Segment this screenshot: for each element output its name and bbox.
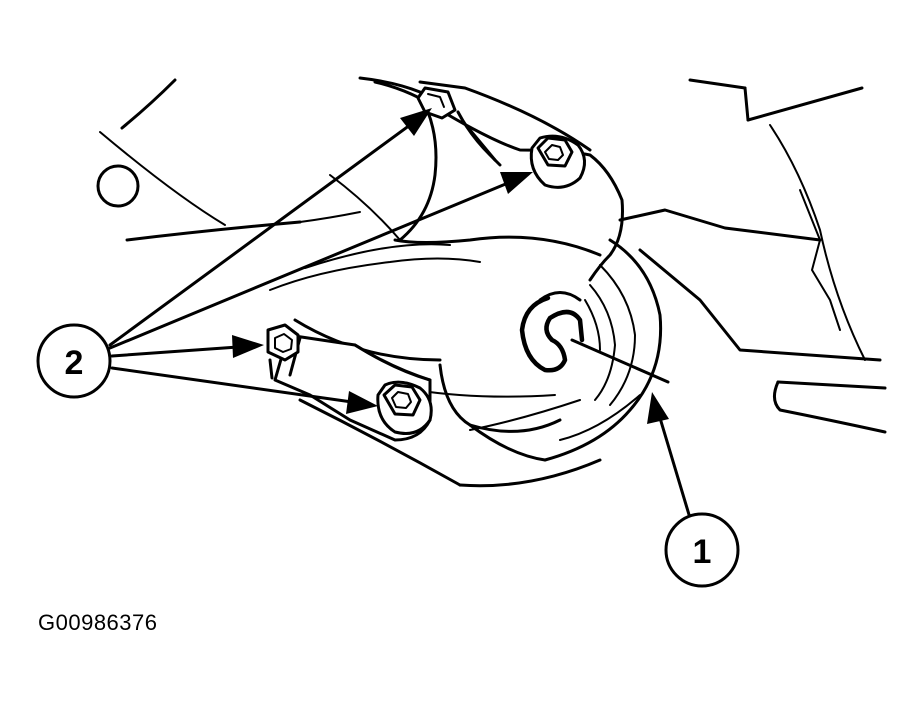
callout-1: 1	[664, 512, 740, 588]
background-structure	[96, 76, 887, 434]
callout-1-label: 1	[693, 533, 712, 571]
nut-top-right	[529, 134, 586, 189]
callout-2-label: 2	[65, 344, 84, 382]
nut-lower-left	[266, 323, 300, 380]
callout-2: 2	[36, 323, 112, 399]
mount-bracket	[269, 80, 663, 488]
callout-2-leaders	[108, 108, 533, 414]
figure-id: G00986376	[38, 610, 158, 635]
nut-lower-right	[376, 380, 433, 435]
mount-slot-tab	[519, 291, 585, 373]
callout-1-leader	[570, 338, 692, 520]
